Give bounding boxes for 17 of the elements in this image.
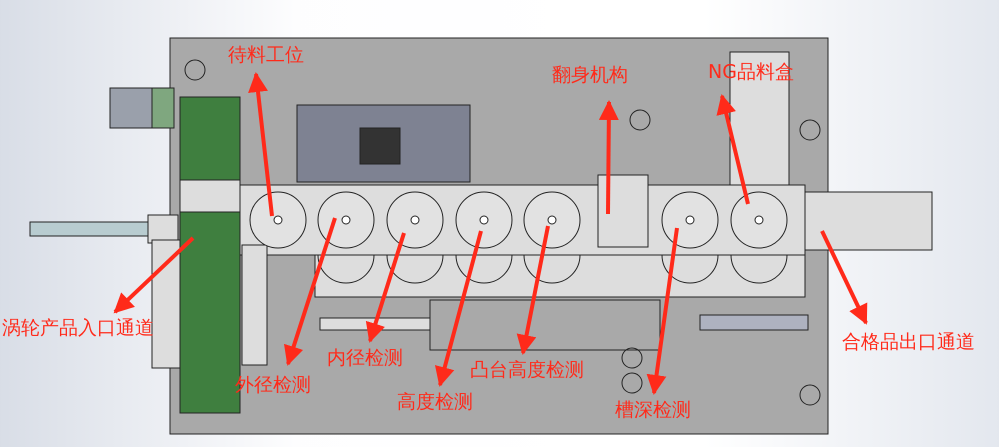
leader-arrow [598, 100, 619, 214]
leader-arrow [434, 230, 483, 387]
leader-arrow [820, 230, 868, 325]
leader-arrow [716, 94, 750, 204]
callout-label: 内径检测 [327, 347, 403, 369]
callout-label: 翻身机构 [552, 64, 628, 86]
leader-arrow [366, 232, 406, 343]
callout-label: 合格品出口通道 [842, 331, 975, 353]
callout-label: 槽深检测 [615, 399, 691, 421]
leader-arrow [646, 228, 679, 395]
callout-label: 凸台高度检测 [470, 359, 584, 381]
leader-arrow [248, 72, 274, 216]
callout-label: 高度检测 [397, 391, 473, 413]
leader-arrow [284, 217, 337, 366]
leader-arrow [114, 236, 194, 314]
leader-arrow [516, 226, 550, 355]
callout-label: 待料工位 [228, 44, 304, 66]
